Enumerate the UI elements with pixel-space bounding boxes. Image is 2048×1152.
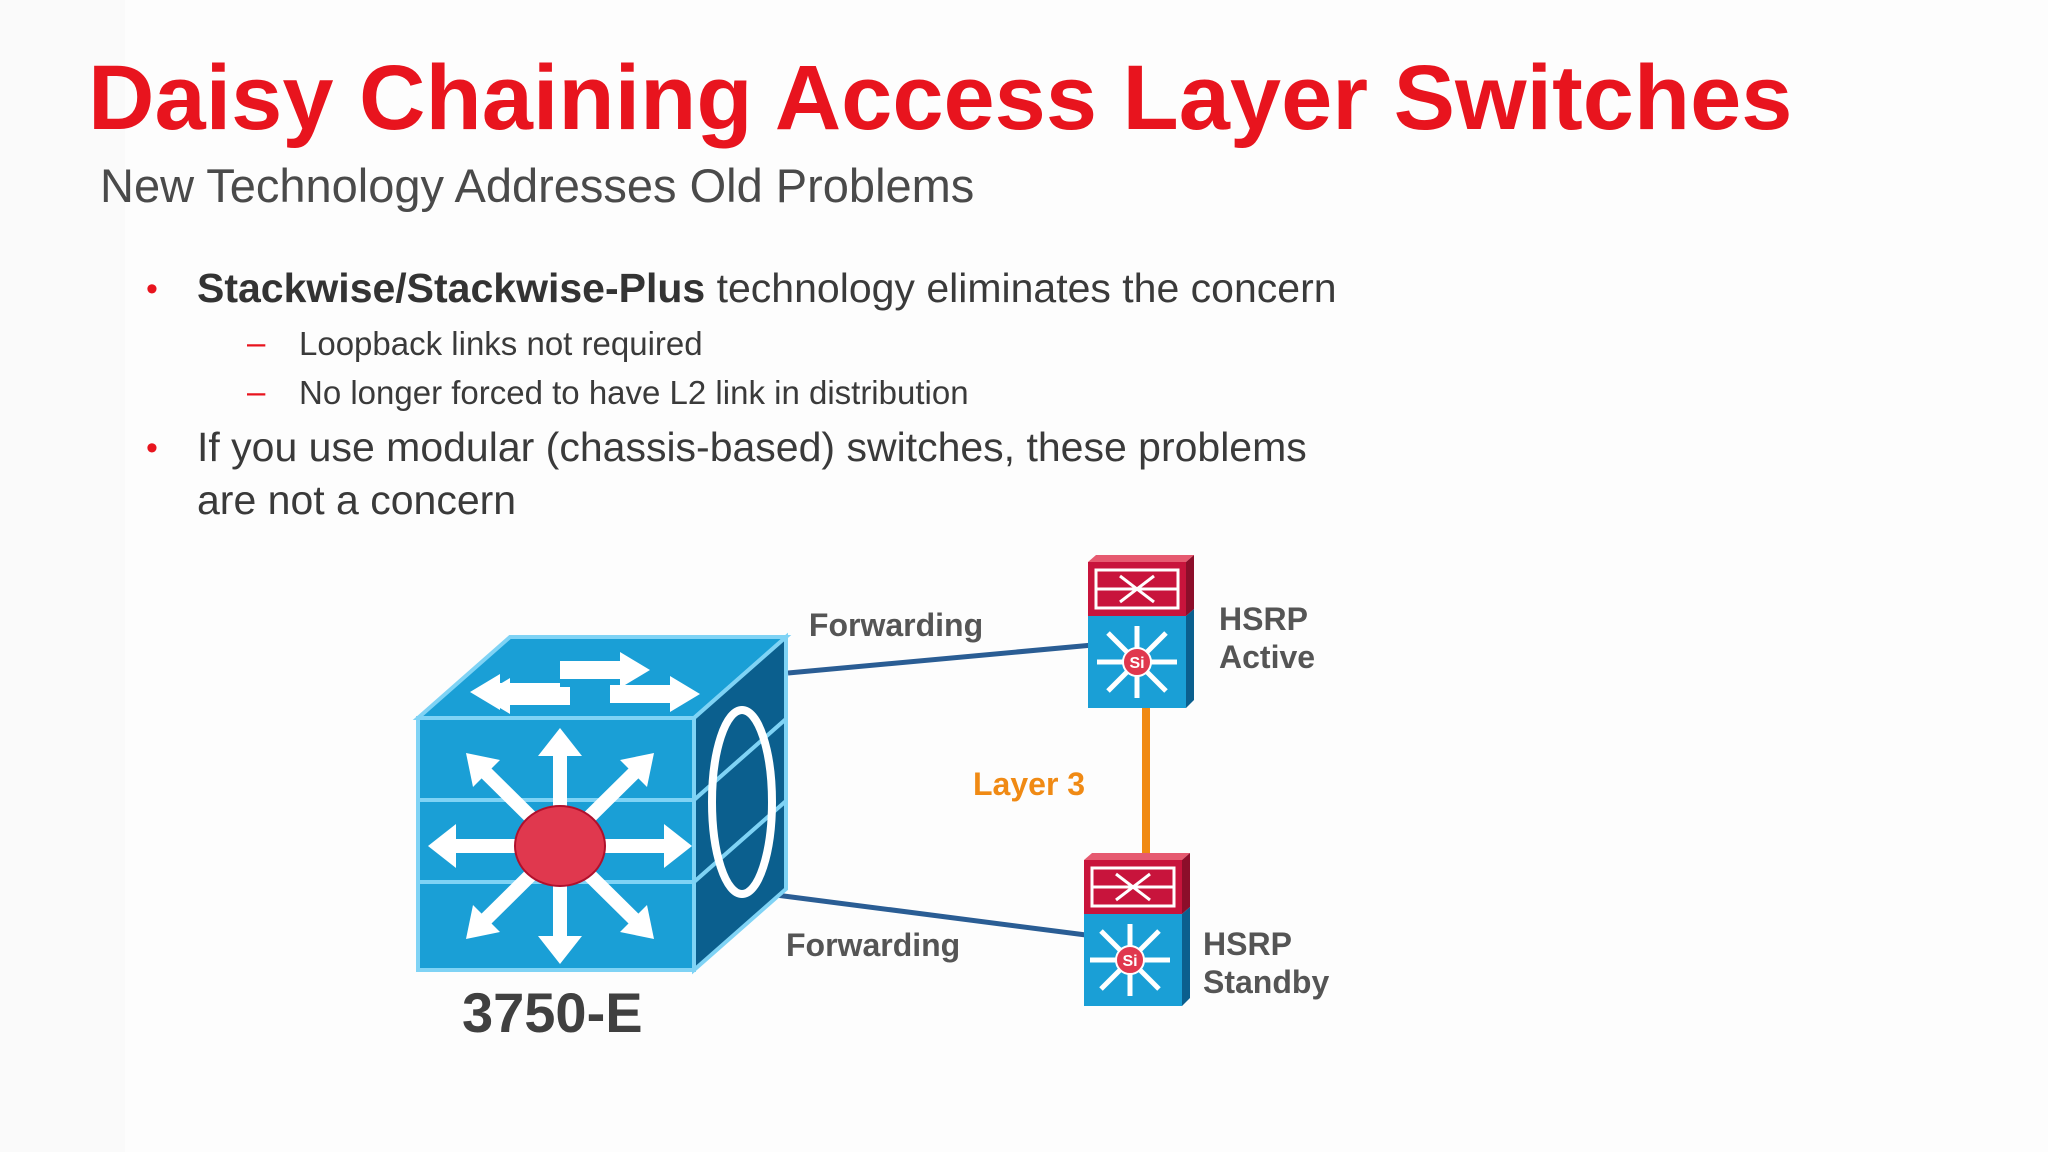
bullet-item-modular-line1: If you use modular (chassis-based) switc…: [197, 424, 1307, 470]
hsrp-active-label-line2: Active: [1219, 639, 1316, 675]
bullet-marker: •: [146, 429, 158, 467]
sub-bullet-l2-link: No longer forced to have L2 link in dist…: [299, 374, 969, 411]
bullet-marker: •: [146, 270, 158, 308]
sub-bullet-loopback: Loopback links not required: [299, 325, 703, 362]
hsrp-standby-label-line1: HSRP: [1203, 926, 1292, 962]
link-forwarding-bottom: [775, 892, 1087, 938]
slide-title: Daisy Chaining Access Layer Switches: [88, 47, 1793, 149]
slide-subtitle: New Technology Addresses Old Problems: [100, 159, 975, 212]
si-badge-bottom: Si: [1122, 953, 1137, 970]
bullet-bold-text: Stackwise/Stackwise-Plus: [197, 265, 706, 311]
link-label-forwarding-top: Forwarding: [808, 607, 984, 643]
hsrp-standby-label: HSRP Standby: [1203, 925, 1329, 1001]
link-label-layer3: Layer 3: [973, 766, 1086, 802]
bullet-item-stackwise: Stackwise/Stackwise-Plus technology elim…: [197, 265, 1337, 312]
sub-bullet-marker: –: [247, 324, 266, 361]
link-forwarding-top: [787, 642, 1094, 676]
distribution-switch-standby-icon: [1084, 853, 1190, 1006]
link-label-forwarding-bottom: Forwarding: [786, 927, 961, 963]
hsrp-active-label-line1: HSRP: [1219, 601, 1308, 637]
stack-switch-3750e-icon: [412, 632, 792, 975]
si-badge-top: Si: [1129, 655, 1144, 672]
slide-margin: [0, 0, 125, 1152]
bullet-text: technology eliminates the concern: [705, 265, 1337, 311]
distribution-switch-active-icon: [1088, 555, 1194, 708]
bullet-item-modular-line2: are not a concern: [197, 477, 517, 523]
stack-switch-model-label: 3750-E: [462, 981, 643, 1044]
hsrp-active-label: HSRP Active: [1219, 600, 1315, 676]
sub-bullet-marker: –: [247, 373, 266, 410]
hsrp-standby-label-line2: Standby: [1203, 964, 1330, 1000]
